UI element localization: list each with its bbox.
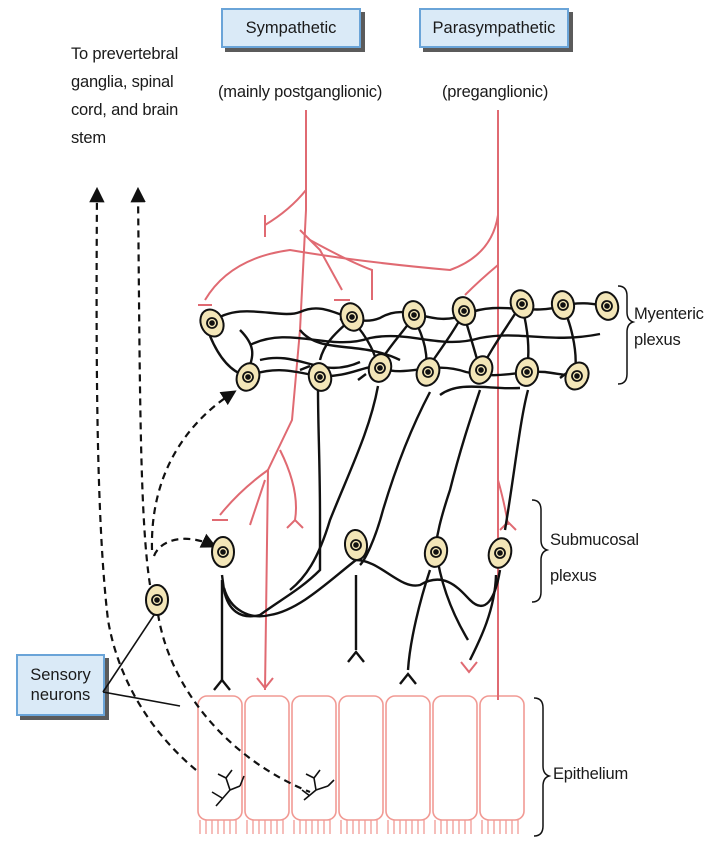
- myenteric-neuron: [507, 287, 537, 321]
- interplexus-connection: [222, 388, 320, 616]
- sympathetic-fiber-branch: [280, 450, 303, 528]
- interplexus-connection: [505, 390, 528, 530]
- epithelium-brace: [534, 698, 549, 836]
- free-nerve-ending: [212, 770, 244, 806]
- sensory-axon-to-epithelium: [158, 614, 310, 792]
- myenteric-neuron: [450, 295, 478, 328]
- myenteric-neuron: [514, 356, 541, 387]
- axon-terminal: [214, 652, 416, 690]
- epithelial-cell: [245, 696, 289, 820]
- epithelial-cell: [386, 696, 430, 820]
- sympathetic-fiber-branch: [265, 190, 306, 237]
- myenteric-neuron: [593, 290, 621, 323]
- myenteric-neuron: [233, 360, 263, 394]
- sensory-to-myenteric: [152, 392, 234, 550]
- sensory-to-submucosal: [154, 539, 214, 556]
- neuron-connections: [210, 296, 607, 690]
- submucosal-neuron: [344, 529, 369, 561]
- epithelial-cell: [480, 696, 524, 820]
- sympathetic-fiber-branch: [250, 480, 265, 525]
- myenteric-neuron: [413, 355, 443, 389]
- parasympathetic-fiber-branch: [465, 265, 498, 295]
- submucosal-neuron: [485, 536, 514, 571]
- sensory-pathways: [97, 190, 310, 792]
- sensory-afferent-to-cns: [138, 190, 150, 585]
- myenteric-neuron: [401, 299, 428, 330]
- epithelium-layer: [198, 696, 524, 834]
- myenteric-neuron: [561, 359, 593, 394]
- interplexus-connection: [435, 390, 480, 550]
- epithelial-cell: [292, 696, 336, 820]
- sensory-afferent-to-cns: [97, 190, 196, 770]
- submucosal-brace: [532, 500, 547, 602]
- fiber-terminal: [257, 662, 477, 688]
- epithelial-cell: [339, 696, 383, 820]
- submucosal-neuron: [212, 537, 234, 567]
- sympathetic-fiber-branch: [300, 230, 350, 300]
- myenteric-neuron: [306, 361, 334, 394]
- myenteric-neuron: [196, 306, 228, 341]
- microvilli: [200, 820, 518, 834]
- myenteric-neuron: [466, 353, 496, 387]
- myenteric-neuron: [550, 289, 577, 320]
- myenteric-brace: [618, 286, 633, 384]
- submucosal-neuron: [423, 535, 450, 568]
- sensory-box-pointers: [103, 606, 180, 706]
- free-nerve-ending: [302, 770, 334, 800]
- epithelial-cell: [433, 696, 477, 820]
- sensory-neuron-cell-body: [146, 585, 168, 615]
- sensory-endings: [212, 770, 334, 806]
